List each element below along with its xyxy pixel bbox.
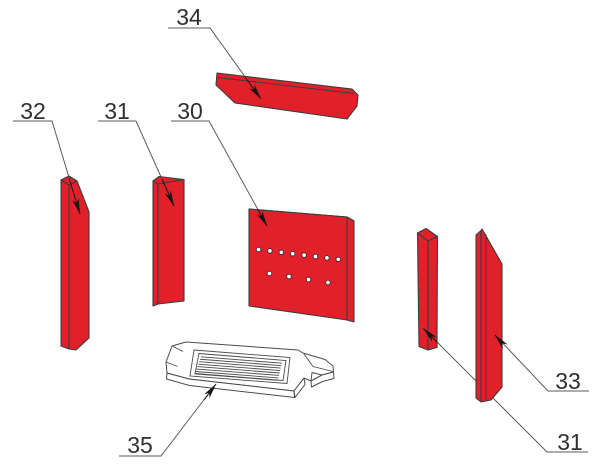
air-hole [286,273,292,280]
brick-31-left-side-face [152,180,159,307]
brick-32-front-face [68,180,90,351]
grate-right-end-thickness [293,377,306,398]
grate-slot [199,361,281,369]
part-side-brick-31-left [152,175,185,307]
callout-label-31-right: 31 [557,429,583,455]
brick-31-right-side-face [416,232,429,351]
air-hole [255,246,262,253]
brick-31-left-front-face [157,178,185,305]
air-hole [305,276,312,283]
arrow-30 [256,209,268,227]
leader-line-34 [168,27,262,100]
air-hole [266,270,273,277]
part-side-brick-31-right [416,227,439,351]
grate-slots [194,356,283,381]
leader-line-35 [119,383,217,457]
arrow-31-right [423,328,438,343]
arrow-32 [68,177,81,215]
air-hole [267,248,273,254]
grate-left-tab-crease [171,345,184,352]
grate-tab-crease [303,353,314,367]
arrow-34 [244,76,262,100]
callout-label-35: 35 [127,432,153,458]
arrow-35 [203,383,217,401]
brick-32-side-face [60,179,70,350]
callout-label-31-left: 31 [104,98,130,124]
grate-slot [195,371,279,379]
air-hole [324,255,330,261]
part-bottom-grate-35 [165,341,335,398]
air-hole [301,252,307,258]
brick-33-front-face [480,228,503,403]
callout-label-30: 30 [177,98,203,124]
grate-recess-outer-edge [189,349,291,384]
air-hole [325,279,331,286]
grate-tab-thickness [310,371,335,388]
panel-30-side-face [346,216,355,323]
panel-30-front-face [248,208,348,321]
callout-label-34: 34 [176,4,202,30]
arrow-33 [494,334,508,349]
air-hole [289,250,296,257]
grate-slot [198,363,281,371]
grate-slot [200,358,282,367]
panel-30-air-holes [255,246,342,286]
air-hole [335,256,342,263]
grate-slot [194,373,278,381]
grate-creases [165,345,334,372]
brick-31-right-front-face [427,235,439,351]
grate-recess-inner-edge [194,353,287,381]
leader-lines [13,27,589,457]
baffle-plate-face [215,72,359,120]
leader-line-33 [494,334,589,392]
grate-slot [196,368,280,376]
air-hole [312,253,319,260]
leader-line-31-right [423,328,588,453]
part-side-brick-32 [60,175,90,351]
grate-slot [200,356,283,364]
part-side-brick-33 [475,228,503,403]
grate-slot [197,366,280,374]
brick-33-side-face [475,229,482,403]
arrow-31-left [161,178,175,207]
callout-label-32: 32 [20,98,46,124]
callout-labels: 34 32 31 30 33 31 35 [20,4,583,458]
grate-left-tab-crease [165,361,178,367]
callout-arrows [68,76,508,401]
air-hole [278,249,285,256]
grate-tab-crease [312,366,334,372]
part-back-panel-30 [248,208,355,323]
callout-label-33: 33 [555,368,581,394]
part-baffle-plate-34 [215,72,359,120]
leader-line-30 [171,120,268,227]
baffle-plate-crease [217,77,354,94]
